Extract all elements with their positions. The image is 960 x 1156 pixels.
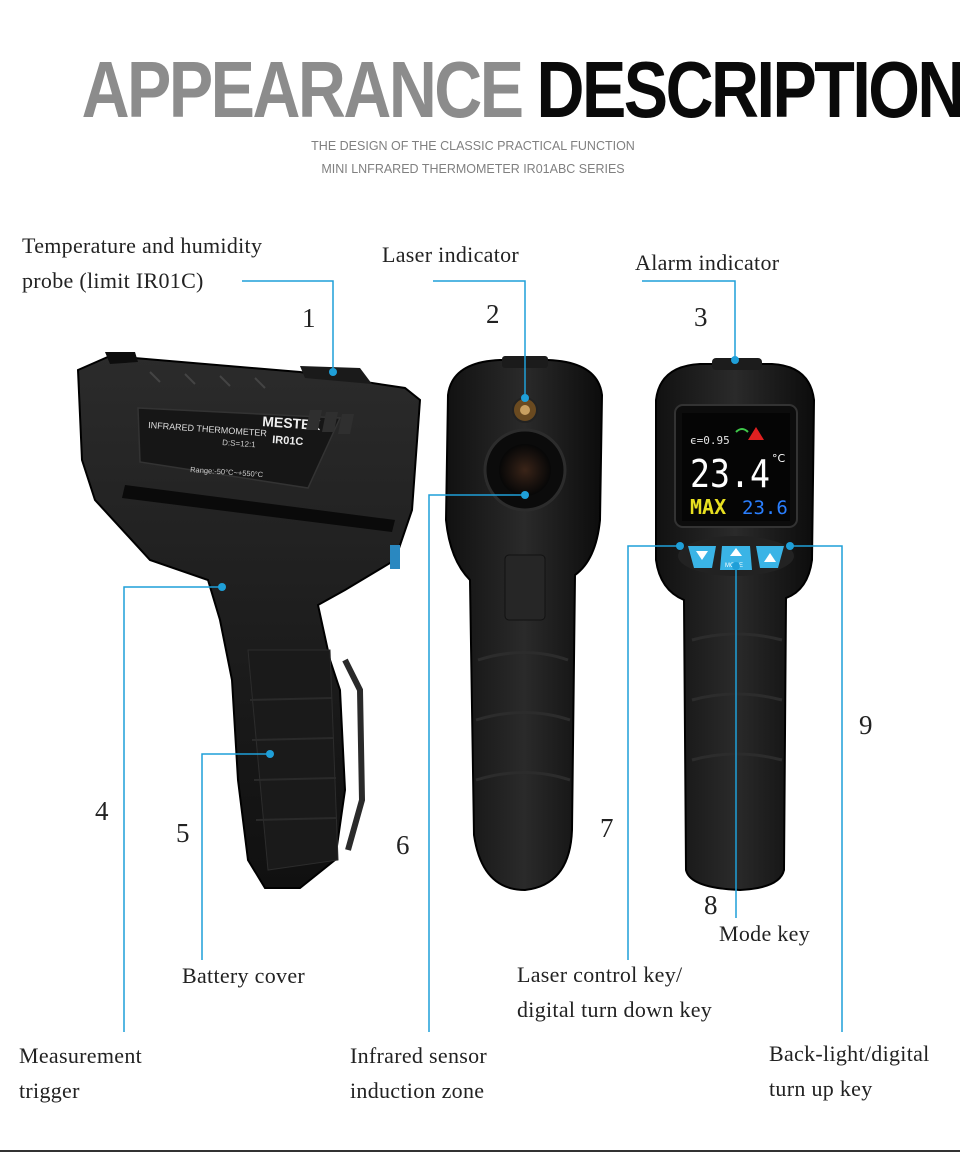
callout-number-8: 8 [704, 890, 718, 920]
callout-number-4: 4 [95, 796, 109, 826]
screen-max-value: 23.6 [742, 497, 788, 519]
brand-logo: MESTEK [262, 413, 321, 433]
label-laser-indicator: Laser indicator [382, 242, 520, 267]
device-side-view: INFRARED THERMOMETER MESTEK IR01C D:S=12… [76, 352, 422, 889]
screen-max-label: MAX [690, 495, 726, 519]
ds-ratio: D:S=12:1 [222, 438, 257, 449]
subtitle-line-2: MINI LNFRARED THERMOMETER IR01ABC SERIES [321, 162, 625, 176]
wifi-icon [735, 428, 749, 433]
title-appearance: APPEARANCE [81, 45, 524, 134]
device-front-view [444, 356, 604, 892]
label-mode-key: Mode key [719, 921, 810, 946]
label-probe-line-1: Temperature and humidity [22, 233, 263, 258]
callout-number-7: 7 [600, 813, 614, 843]
label-sensor-line-1: Infrared sensor [350, 1043, 488, 1068]
callout-number-5: 5 [176, 818, 190, 848]
callout-number-2: 2 [486, 299, 500, 329]
screen-emissivity: ϵ=0.95 [690, 434, 730, 447]
screen-temperature: 23.4 [690, 452, 770, 496]
callout-number-3: 3 [694, 302, 708, 332]
mode-key[interactable] [720, 546, 752, 570]
callout-number-6: 6 [396, 830, 410, 860]
bottom-divider [0, 1150, 960, 1152]
label-backlight-line-1: Back-light/digital [769, 1041, 930, 1066]
alarm-icon [748, 427, 764, 440]
callout-number-9: 9 [859, 710, 873, 740]
label-probe-line-2: probe (limit IR01C) [22, 268, 204, 293]
label-battery-cover: Battery cover [182, 963, 306, 988]
label-laser-key-line-2: digital turn down key [517, 997, 713, 1022]
label-trigger-line-2: trigger [19, 1078, 80, 1103]
device-back-view: ϵ=0.95 23.4 °C MAX 23.6 MODE [655, 358, 816, 892]
subtitle-line-1: THE DESIGN OF THE CLASSIC PRACTICAL FUNC… [311, 139, 635, 153]
label-laser-key-line-1: Laser control key/ [517, 962, 683, 987]
infrared-lens [499, 444, 551, 496]
label-backlight-line-2: turn up key [769, 1076, 873, 1101]
callout-lines [123, 280, 843, 1032]
title-description: DESCRIPTION [536, 45, 960, 134]
label-alarm-indicator: Alarm indicator [635, 250, 780, 275]
label-sensor-line-2: induction zone [350, 1078, 485, 1103]
model-label: IR01C [272, 434, 304, 448]
callout-dots [218, 356, 794, 758]
label-trigger-line-1: Measurement [19, 1043, 143, 1068]
screen-unit: °C [772, 452, 786, 465]
callout-number-1: 1 [302, 303, 316, 333]
